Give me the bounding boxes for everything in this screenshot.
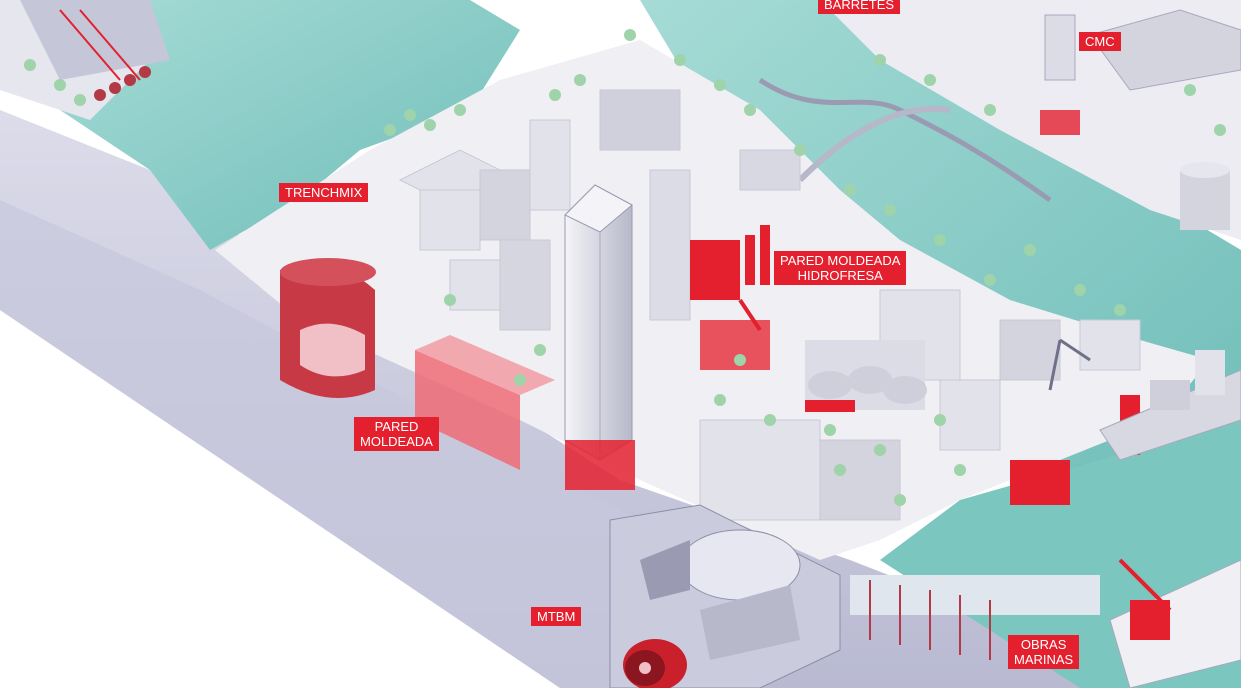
label-mtbm[interactable]: MTBM <box>531 607 582 626</box>
trenchmix-cylinder <box>280 258 376 398</box>
label-obras-line1: OBRAS <box>1020 637 1067 652</box>
label-obras-marinas[interactable]: OBRAS MARINAS <box>1008 635 1080 669</box>
label-barretes[interactable]: BARRETES <box>818 0 901 14</box>
railway-bridge <box>758 77 1052 203</box>
label-pared-moldeada[interactable]: PARED MOLDEADA <box>354 417 439 451</box>
harbor-crane <box>1048 338 1091 391</box>
river-bridge <box>797 105 951 183</box>
marine-works <box>850 558 1241 688</box>
silo-plant <box>805 340 927 412</box>
label-obras-line2: MARINAS <box>1014 652 1074 667</box>
earth-strata <box>0 200 640 688</box>
label-cmc[interactable]: CMC <box>1079 32 1121 51</box>
ship <box>1099 350 1241 461</box>
river-left <box>60 0 520 250</box>
label-trenchmix[interactable]: TRENCHMIX <box>279 183 369 202</box>
dam-structure <box>20 0 170 101</box>
skyscraper <box>564 184 635 490</box>
tbm-machine <box>623 639 687 688</box>
label-pared-line1: PARED <box>374 419 419 434</box>
label-hidrofresa-line2: HIDROFRESA <box>797 268 883 283</box>
trees <box>24 29 1226 506</box>
label-pared-moldeada-hidrofresa[interactable]: PARED MOLDEADA HIDROFRESA <box>774 251 907 285</box>
industrial-far-bank <box>1044 9 1241 230</box>
label-hidrofresa-line1: PARED MOLDEADA <box>780 253 901 268</box>
label-pared-line2: MOLDEADA <box>360 434 433 449</box>
